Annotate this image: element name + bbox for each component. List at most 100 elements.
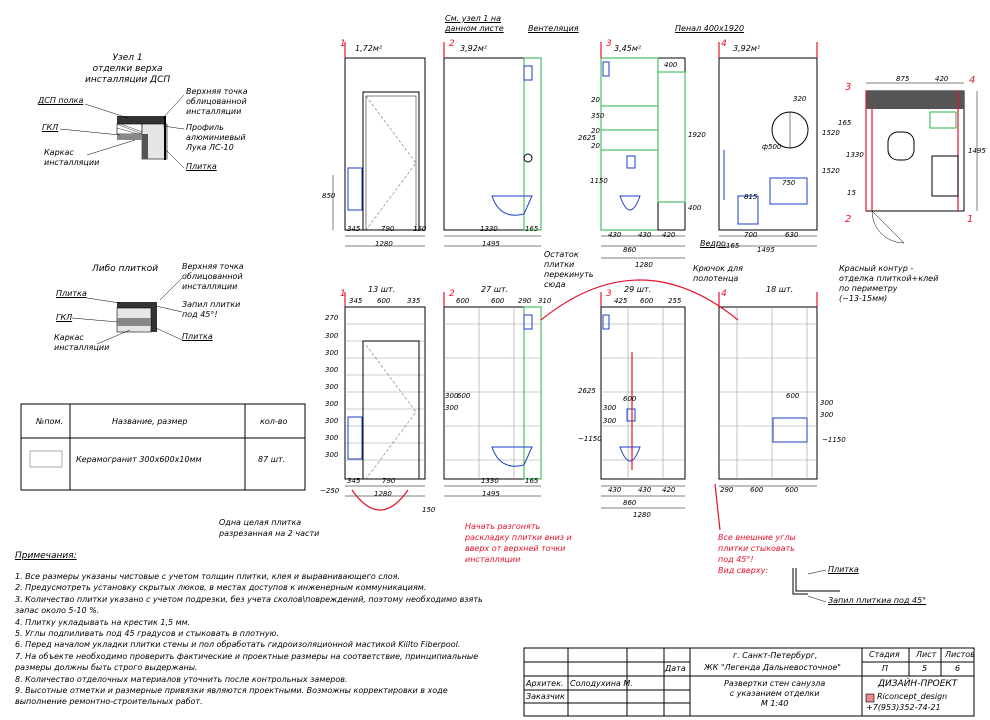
bv2-count: 27 шт. [481,285,509,294]
bv1-l2: 300 [325,349,339,357]
tv3-d13: 400 [688,204,702,212]
bv2-t2: 290 [518,297,532,305]
tb-sheet-h: Лист [916,650,937,659]
bv3-b1: 430 [638,486,652,494]
uzel1-title: Узел 1 отделки верха инсталляции ДСП [85,53,171,85]
bv4-m1: 300 [820,399,834,407]
bv3-t0: 425 [614,297,628,305]
bv2-m0: 600 [457,392,471,400]
tb-complex: ЖК "Легенда Дальневосточное" [704,663,841,672]
callout-red-contour: Красный контур - отделка плиткой+клей по… [839,264,939,303]
tv3-d0: 430 [608,231,622,239]
bv3-count: 29 шт. [624,285,652,294]
tv4-d7: 815 [744,193,758,201]
alt-karkas-label: Каркас инсталляции [54,333,110,352]
alt-gkl-label: ГКЛ [56,313,73,322]
note-item: 7. На объекте необходимо проверить факти… [15,651,479,661]
bv1-l5: 300 [325,400,339,408]
plan-d1: 420 [935,75,949,83]
bv3-b4: 1280 [633,511,651,519]
note-item: запас около 5-10 %. [15,606,100,616]
bv1-l0: 270 [325,314,339,322]
bv2-t0: 600 [456,297,470,305]
spec-header-name: Название, размер [112,417,188,426]
callout-uzel: См. узел 1 на данном листе [445,14,504,33]
note-item: 2. Предусмотреть установку скрытых люков… [15,583,427,593]
tv4-area: 3,92м² [733,44,761,53]
note-item: 8. Количество отделочных материалов уточ… [15,674,348,684]
bv3-m4: ~1150 [578,435,602,443]
uzel1-profile-label: Профиль алюминиевый Лука ЛС-10 [186,123,246,152]
tb-sheets: 6 [955,664,961,673]
bv3-m2: 300 [603,417,617,425]
bv4-num: 4 [721,289,727,299]
plan-mark-3: 3 [845,82,852,93]
uzel1-karkas-label: Каркас инсталляции [44,148,100,167]
plan-d3: 15 [847,189,856,197]
bv3-b2: 420 [662,486,676,494]
bv4-m0: 600 [786,392,800,400]
tv3-d6: 20 [591,96,600,104]
bv4-m2: 300 [820,411,834,419]
callout-cut45: Запил плиткиа под 45° [828,596,927,605]
bv2-b1: 165 [525,477,539,485]
plan-d0: 875 [896,75,910,83]
bv1-l3: 300 [325,366,339,374]
callout-penal: Пенал 400х1920 [675,24,745,33]
bottom-view-3 [600,306,686,509]
bv3-b3: 860 [623,499,637,507]
note-item: 3. Количество плитки указано с учетом по… [15,594,483,604]
half-tile-arc [351,489,409,511]
spec-header-num: №пом. [36,417,64,426]
uzel1-tile-label: Плитка [186,162,217,171]
alt-section [116,302,157,333]
tb-phone: +7(953)352-74-21 [866,703,941,712]
tv4-d0: 320 [793,95,807,103]
bv4-count: 18 шт. [766,285,794,294]
tv2-area: 3,92м² [460,44,488,53]
tv1-d2: 150 [413,225,427,233]
plan-mark-4: 4 [969,75,976,86]
tv3-d3: 860 [623,246,637,254]
bv1-b4: ~250 [320,487,340,495]
tv3-d10: 1150 [590,177,608,185]
tb-desc: Развертки стен санузла с указанием отдел… [724,679,826,708]
bv1-b2: 1280 [374,490,392,498]
corner-detail [792,568,840,603]
bv1-t2: 335 [407,297,421,305]
bv4-b0: 290 [720,486,734,494]
tv3-num: 3 [606,39,612,49]
bv4-b1: 600 [750,486,764,494]
plan-view [865,82,978,244]
insta-icon [865,693,875,703]
top-view-4 [718,57,818,247]
transfer-arc [540,279,739,321]
bv3-num: 3 [606,289,612,299]
section-marks-bottom [344,292,818,307]
tv4-num: 4 [721,39,727,49]
tv2-d1: 165 [525,225,539,233]
bv1-t1: 600 [377,297,391,305]
tv3-d9: 20 [591,142,600,150]
tv3-d11: 1920 [688,131,706,139]
tv1-d0: 345 [347,225,361,233]
bv2-t1: 600 [491,297,505,305]
tv3-d4: 1280 [635,261,653,269]
plan-d4: 1330 [846,151,864,159]
tv1-d3: 1280 [375,240,393,248]
bv1-l7: 300 [325,434,339,442]
bv1-l1: 300 [325,332,339,340]
bv2-m2: 300 [445,404,459,412]
alt-top-label: Верхняя точка облицованной инсталляции [182,262,244,291]
note-item: 4. Плитку укладывать на крестик 1,5 мм. [15,617,191,627]
alt-tile2-label: Плитка [182,332,213,341]
tv4-d1: ф500 [762,143,782,151]
bv1-num: 1 [340,289,346,299]
tv2-num: 2 [449,39,455,49]
bv2-b2: 1495 [482,490,500,498]
bottom-view-1 [344,306,426,497]
tv4-d8: 1520 [822,167,840,175]
tv3-d7: 350 [591,112,605,120]
bv3-m1: 300 [603,404,617,412]
plan-d5: 1495 [968,147,986,155]
